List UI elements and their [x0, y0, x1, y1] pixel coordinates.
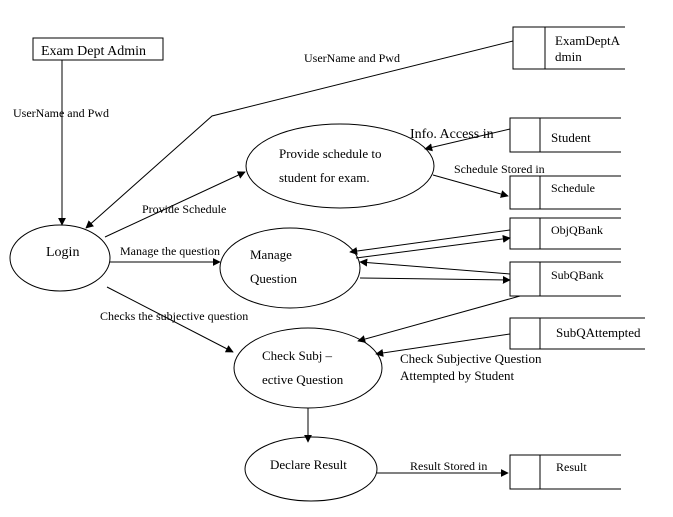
process-manage-question-line1: Manage	[250, 247, 292, 262]
process-manage-question: Manage Question	[219, 227, 361, 309]
flow-label-manage-question: Manage the question	[120, 244, 220, 258]
store-subqattempted-label: SubQAttempted	[556, 325, 641, 340]
process-provide-schedule: Provide schedule to student for exam.	[245, 123, 435, 209]
flow-label-check-attempted-line1: Check Subjective Question	[400, 351, 542, 366]
store-examdeptadmin-line2: dmin	[555, 49, 582, 64]
flow-subqattempted-to-check	[375, 333, 511, 357]
process-login: Login	[9, 224, 111, 292]
store-student-label: Student	[551, 130, 591, 145]
store-objqbank-label: ObjQBank	[551, 223, 603, 237]
flow-login-to-check	[106, 286, 234, 353]
process-check-subjective: Check Subj – ective Question	[233, 327, 383, 409]
entity-exam-dept-admin-label: Exam Dept Admin	[41, 44, 146, 59]
process-provide-schedule-line2: student for exam.	[279, 170, 370, 185]
entity-exam-dept-admin: Exam Dept Admin	[32, 37, 164, 61]
store-examdeptadmin: ExamDeptA dmin	[512, 26, 625, 70]
flow-label-check-attempted-line2: Attempted by Student	[400, 368, 514, 383]
store-schedule: Schedule	[509, 175, 621, 210]
flow-login-to-schedule	[104, 171, 246, 238]
flow-subqbank-to-manage	[359, 258, 511, 275]
store-student: Student	[509, 117, 621, 153]
store-objqbank: ObjQBank	[509, 217, 621, 250]
flow-label-schedule-stored: Schedule Stored in	[454, 162, 545, 176]
store-schedule-label: Schedule	[551, 181, 595, 195]
flow-objqbank-to-manage	[349, 229, 511, 255]
flow-subqbank-to-check	[357, 295, 521, 343]
flow-student-to-schedule	[424, 128, 511, 152]
process-declare-result: Declare Result	[244, 436, 378, 502]
process-provide-schedule-line1: Provide schedule to	[279, 146, 382, 161]
process-login-label: Login	[46, 245, 79, 260]
flow-schedule-to-store	[432, 174, 509, 198]
store-result: Result	[509, 454, 621, 490]
process-check-subjective-line2: ective Question	[262, 372, 344, 387]
process-declare-result-label: Declare Result	[270, 457, 347, 472]
flow-label-checks-subjective: Checks the subjective question	[100, 309, 248, 323]
flow-label-result-stored: Result Stored in	[410, 459, 487, 473]
process-manage-question-line2: Question	[250, 271, 297, 286]
flow-label-username-pwd-left: UserName and Pwd	[13, 106, 109, 120]
flow-store-admin-to-login	[85, 40, 514, 229]
store-result-label: Result	[556, 460, 587, 474]
flow-manage-to-subqbank	[359, 275, 511, 284]
flow-label-provide-schedule: Provide Schedule	[142, 202, 226, 216]
flow-manage-to-objqbank	[355, 234, 511, 259]
process-check-subjective-line1: Check Subj –	[262, 348, 333, 363]
flow-label-username-pwd-top: UserName and Pwd	[304, 51, 400, 65]
flow-label-info-access: Info. Access in	[410, 127, 494, 142]
store-subqattempted: SubQAttempted	[509, 317, 645, 350]
store-subqbank: SubQBank	[509, 261, 621, 297]
store-subqbank-label: SubQBank	[551, 268, 604, 282]
store-examdeptadmin-line1: ExamDeptA	[555, 33, 621, 48]
